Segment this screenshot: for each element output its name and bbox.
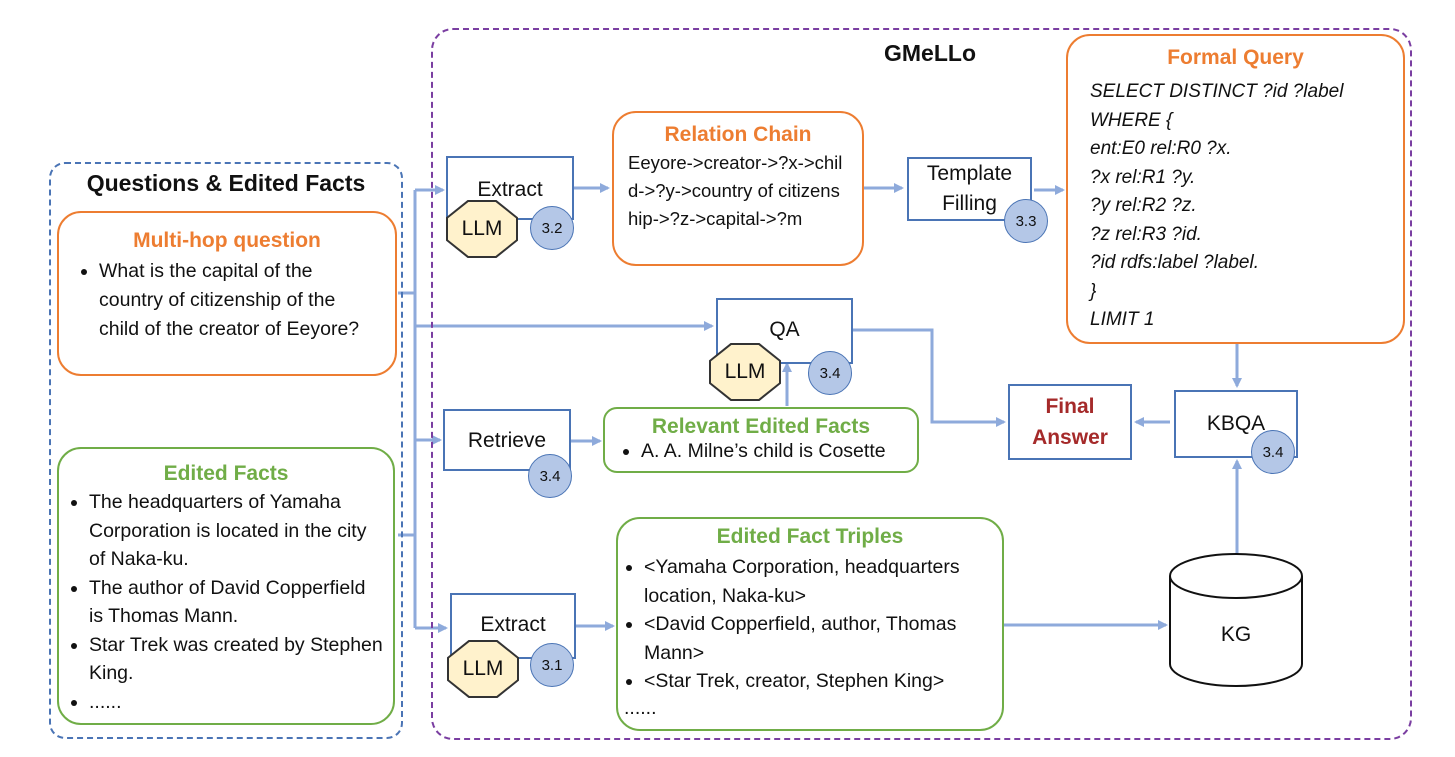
kg-cylinder (1169, 553, 1303, 687)
questions-panel-title: Questions & Edited Facts (86, 170, 366, 196)
relation-chain-box: Relation Chain Eeyore->creator->?x->chil… (612, 111, 864, 266)
list-item: <David Copperfield, author, Thomas Mann> (644, 610, 994, 667)
query-line: ent:E0 rel:R0 ?x. (1090, 138, 1232, 159)
relevant-facts-title: Relevant Edited Facts (651, 415, 871, 438)
arrow-qa-to-final (853, 328, 1006, 427)
list-item: The headquarters of Yamaha Corporation i… (89, 488, 383, 574)
kg-label: KG (1220, 623, 1252, 646)
list-item: The author of David Copperfield is Thoma… (89, 574, 383, 631)
gmello-title: GMeLLo (884, 40, 976, 66)
section-badge-qa: 3.4 (808, 351, 852, 395)
section-badge-3-1: 3.1 (530, 643, 574, 687)
kbqa-label: KBQA (1206, 412, 1266, 435)
query-line: ?z rel:R3 ?id. (1090, 223, 1202, 245)
list-item: <Star Trek, creator, Stephen King> (644, 667, 994, 696)
multihop-question-box: Multi-hop question What is the capital o… (57, 211, 397, 376)
query-line: SELECT DISTINCT ?id ?label (1090, 81, 1344, 102)
extract-bottom-label: Extract (480, 613, 546, 636)
edited-facts-title: Edited Facts (163, 462, 289, 485)
query-line: WHERE { (1090, 109, 1173, 131)
fact-triples-more: ...... (624, 696, 657, 719)
retrieve-label: Retrieve (467, 429, 547, 452)
relevant-facts-box: Relevant Edited Facts A. A. Milne’s chil… (603, 407, 919, 473)
query-line: ?y rel:R2 ?z. (1090, 195, 1197, 216)
fact-triples-title: Edited Fact Triples (716, 525, 904, 548)
list-item: ...... (89, 688, 383, 717)
list-item: What is the capital of the country of ci… (99, 257, 379, 344)
list-item: A. A. Milne’s child is Cosette (641, 437, 917, 466)
section-badge-kbqa: 3.4 (1251, 430, 1295, 474)
section-badge-retrieve: 3.4 (528, 454, 572, 498)
llm-badge-qa: LLM (709, 343, 781, 401)
section-badge-3-2: 3.2 (530, 206, 574, 250)
formal-query-code: SELECT DISTINCT ?id ?label WHERE { ent:E… (1068, 78, 1403, 335)
formal-query-box: Formal Query SELECT DISTINCT ?id ?label … (1066, 34, 1405, 344)
llm-badge-top: LLM (446, 200, 518, 258)
query-line: ?x rel:R1 ?y. (1090, 166, 1196, 188)
query-line: ?id rdfs:label ?label. (1090, 252, 1259, 273)
edited-facts-box: Edited Facts The headquarters of Yamaha … (57, 447, 395, 725)
section-badge-3-3: 3.3 (1004, 199, 1048, 243)
llm-badge-bottom: LLM (447, 640, 519, 698)
questions-panel (49, 162, 403, 739)
template-filling-label: Template Filling (926, 162, 1013, 215)
qa-label: QA (769, 318, 800, 341)
query-line: } (1090, 280, 1097, 302)
list-item: Star Trek was created by Stephen King. (89, 631, 383, 688)
gmello-panel (431, 28, 1412, 740)
formal-query-title: Formal Query (1167, 46, 1304, 69)
relation-chain-text: Eeyore->creator->?x->child->?y->country … (628, 152, 843, 229)
final-answer-box: Final Answer (1008, 384, 1132, 460)
list-item: <Yamaha Corporation, headquarters locati… (644, 553, 994, 610)
multihop-question-title: Multi-hop question (133, 229, 321, 252)
fact-triples-box: Edited Fact Triples <Yamaha Corporation,… (616, 517, 1004, 731)
relation-chain-title: Relation Chain (664, 123, 812, 146)
query-line: LIMIT 1 (1090, 309, 1155, 330)
extract-top-label: Extract (477, 178, 543, 201)
final-answer-label: Final Answer (1032, 395, 1108, 449)
